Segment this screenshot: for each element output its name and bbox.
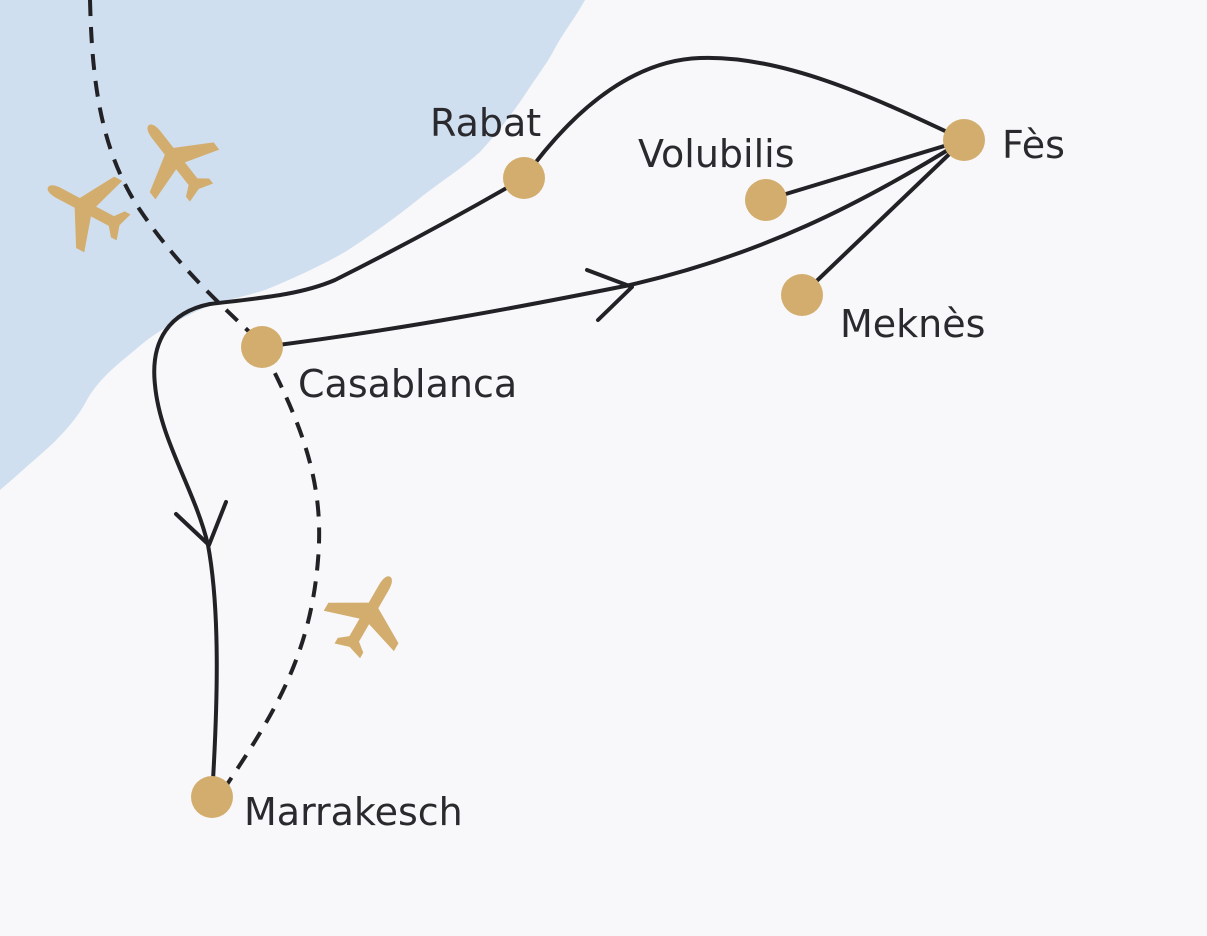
city-label-fes: Fès bbox=[1002, 123, 1065, 167]
direction-arrow-icon bbox=[174, 500, 228, 547]
city-marker-casablanca[interactable] bbox=[241, 326, 283, 368]
route-coast-marrakesch bbox=[152, 302, 219, 799]
direction-arrow-icon bbox=[585, 268, 634, 322]
city-label-casablanca: Casablanca bbox=[298, 362, 517, 406]
route-fes-volubilis bbox=[764, 138, 966, 202]
route-casablanca-rabat-fes bbox=[208, 55, 966, 306]
city-label-rabat: Rabat bbox=[430, 101, 541, 145]
city-label-volubilis: Volubilis bbox=[638, 132, 795, 176]
route-fes-meknes bbox=[800, 138, 966, 297]
city-marker-marrakesch[interactable] bbox=[191, 776, 233, 818]
plane-icon bbox=[312, 556, 426, 672]
city-marker-volubilis[interactable] bbox=[745, 179, 787, 221]
city-label-meknes: Meknès bbox=[840, 302, 985, 346]
city-marker-rabat[interactable] bbox=[503, 157, 545, 199]
city-marker-meknes[interactable] bbox=[781, 274, 823, 316]
city-marker-fes[interactable] bbox=[943, 119, 985, 161]
atlantic-ocean bbox=[0, 0, 585, 490]
city-label-marrakesch: Marrakesch bbox=[244, 790, 463, 834]
